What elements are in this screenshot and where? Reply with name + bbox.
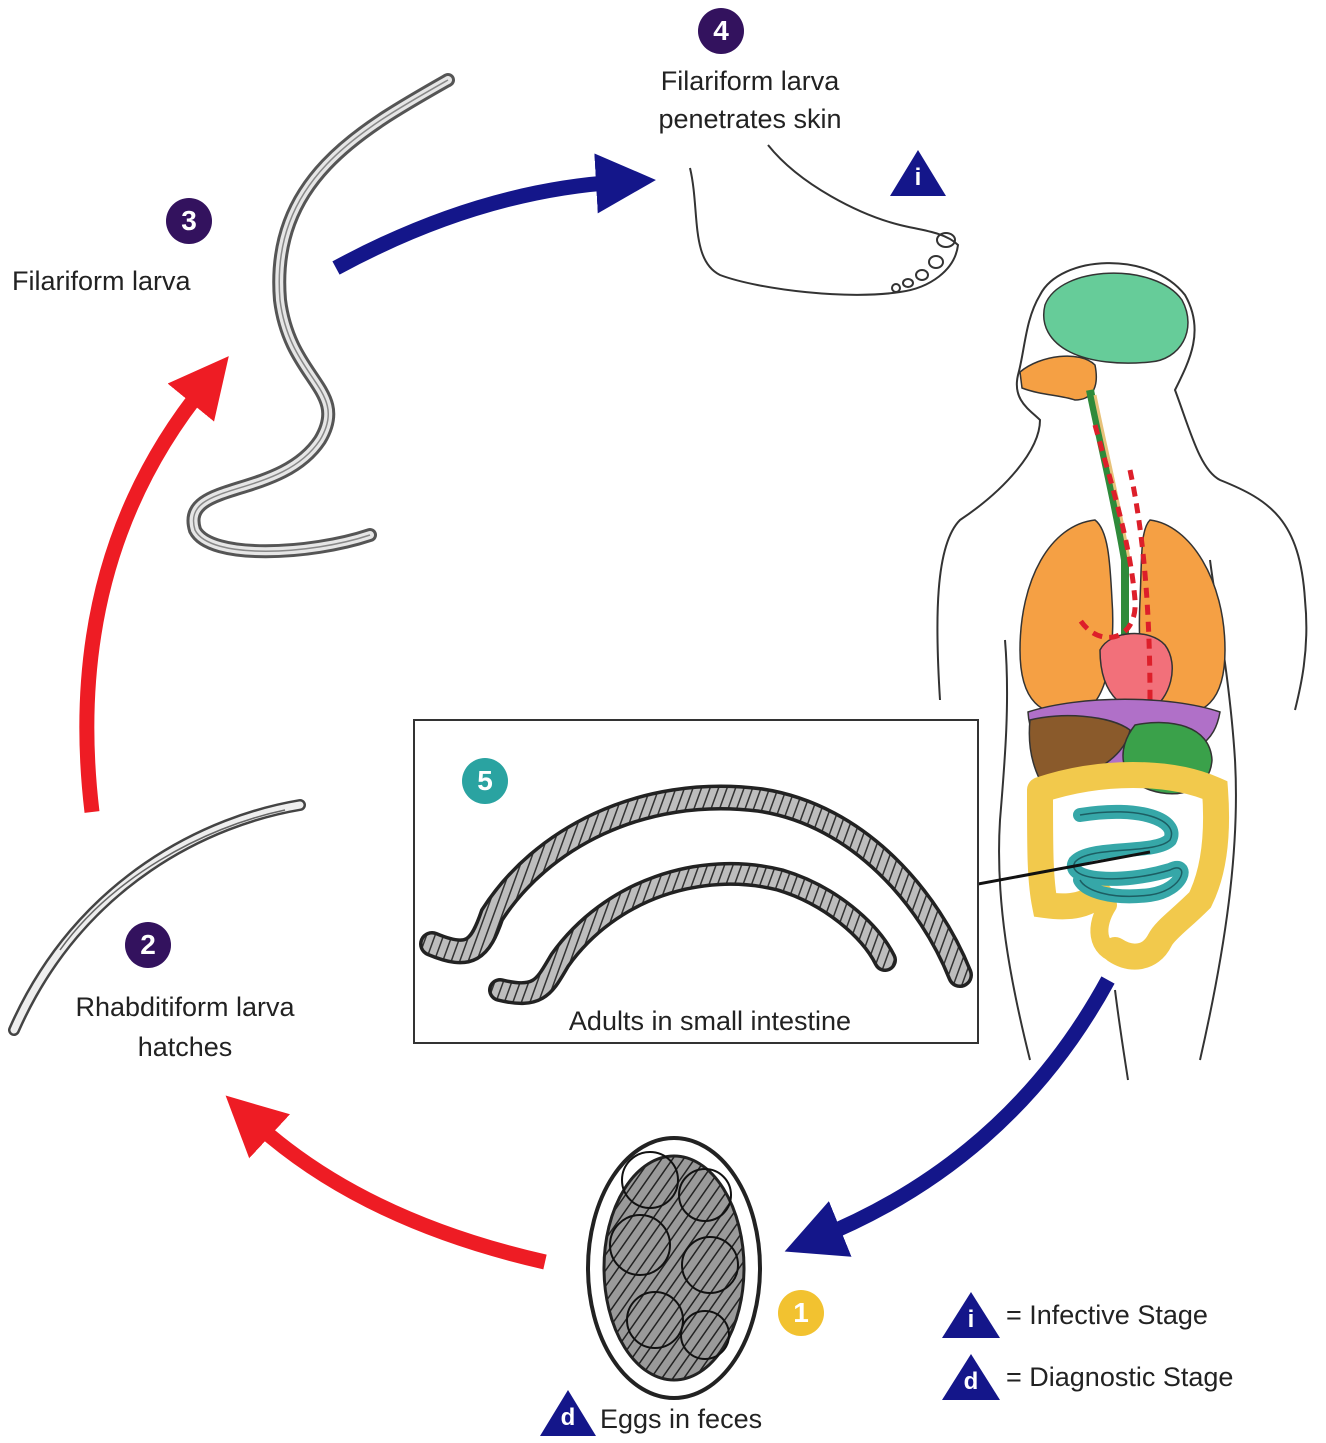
stage-5-badge: 5 [462, 758, 508, 804]
human-body-drawing [937, 263, 1306, 1080]
stage-4-badge: 4 [698, 8, 744, 54]
infective-marker-foot: i [888, 148, 948, 203]
arrow-rhabditiform-to-filariform [87, 384, 206, 812]
egg-drawing [588, 1138, 760, 1398]
stage-5-label: Adults in small intestine [520, 1004, 900, 1038]
legend-diagnostic-text: = Diagnostic Stage [1006, 1360, 1233, 1394]
infective-marker-letter: i [888, 164, 948, 192]
legend: i = Infective Stage d = Diagnostic Stage [940, 1290, 1310, 1420]
legend-infective-icon: i [940, 1290, 1002, 1345]
stage-4-label-line2: penetrates skin [560, 102, 940, 136]
legend-infective-text: = Infective Stage [1006, 1298, 1208, 1332]
stage-1-label: Eggs in feces [600, 1402, 820, 1436]
arrow-eggs-to-rhabditiform [252, 1120, 545, 1262]
diagnostic-marker-eggs: d [538, 1388, 598, 1443]
legend-diagnostic-icon: d [940, 1352, 1002, 1407]
stage-2-badge: 2 [125, 922, 171, 968]
diagnostic-marker-letter: d [538, 1404, 598, 1432]
legend-infective-letter: i [940, 1306, 1002, 1334]
stage-2-label-line2: hatches [30, 1030, 340, 1064]
stage-4-label-line1: Filariform larva [560, 64, 940, 98]
filariform-larva-drawing [193, 80, 448, 551]
stage-3-badge: 3 [166, 198, 212, 244]
arrow-larva-to-skin [336, 182, 620, 268]
legend-diagnostic-letter: d [940, 1368, 1002, 1396]
stage-3-label: Filariform larva [12, 264, 232, 298]
stage-1-badge: 1 [778, 1290, 824, 1336]
stage-2-label-line1: Rhabditiform larva [30, 990, 340, 1024]
